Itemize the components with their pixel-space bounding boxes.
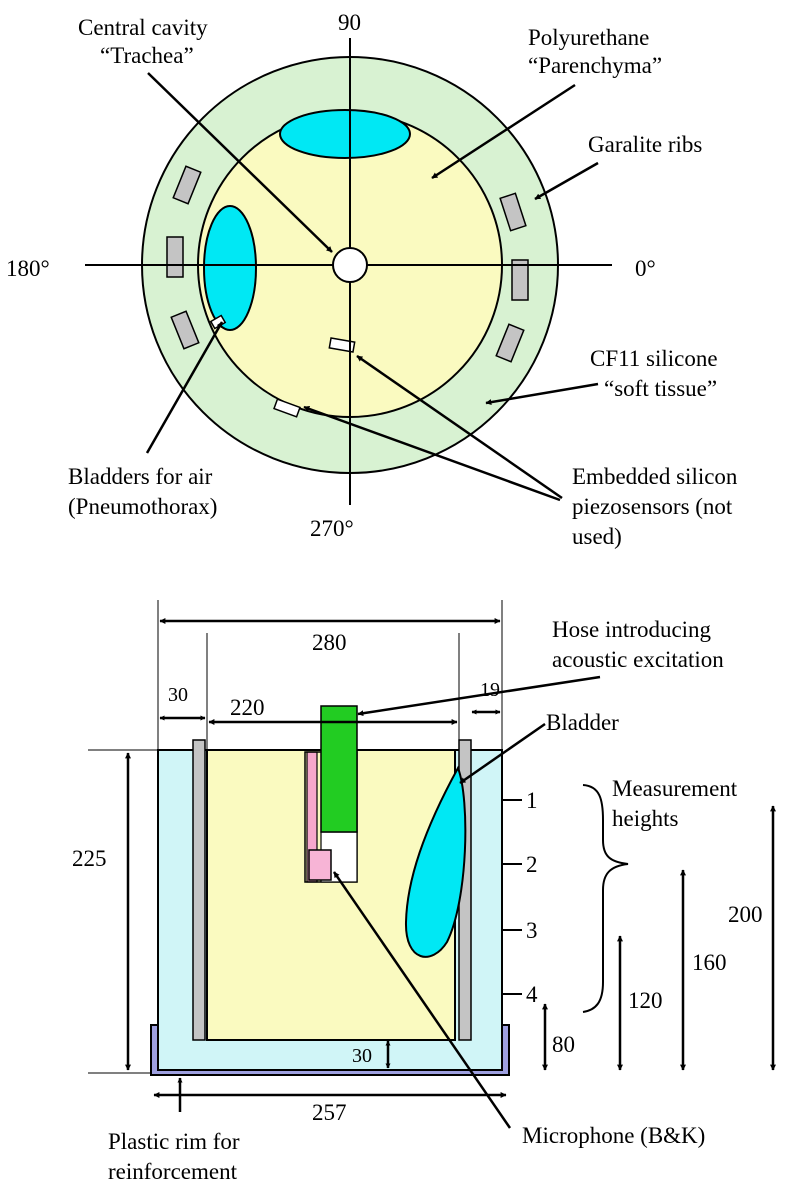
piezosensor <box>328 337 356 353</box>
hose-arrow <box>357 675 601 717</box>
microphone <box>308 849 332 881</box>
hose <box>320 705 358 833</box>
dimension-arrows <box>125 618 507 1098</box>
garalite-ribs-arrow <box>534 161 599 201</box>
piezosensor-arrow-2 <box>303 405 561 502</box>
rib-wall-left <box>192 739 206 1041</box>
plastic-rim-label-line1: Plastic rim for <box>108 1129 240 1154</box>
top-view: 90 180° 0° 270° Central cavity “Trachea”… <box>6 10 738 549</box>
height-ticks <box>502 799 522 995</box>
rib <box>495 323 525 363</box>
trachea-label: “Trachea” <box>100 43 194 68</box>
polyurethane-arrow <box>431 83 576 180</box>
height-arrows <box>542 805 776 1071</box>
garalite-ribs <box>166 165 529 363</box>
rib <box>511 259 529 301</box>
angle-270-label: 270° <box>310 516 354 541</box>
dimension-extension-lines <box>88 600 503 1074</box>
garalite-ribs-label: Garalite ribs <box>588 132 702 157</box>
central-cavity-label: Central cavity <box>78 15 208 40</box>
pneumothorax-label: (Pneumothorax) <box>68 494 217 519</box>
dim-19-label: 19 <box>480 679 500 701</box>
cf11-silicone-arrow <box>485 382 599 406</box>
bladder-label: Bladder <box>546 710 619 735</box>
rib <box>499 192 527 232</box>
hose-label-line1: Hose introducing <box>552 617 712 642</box>
rib <box>166 236 184 278</box>
measurement-brace <box>582 784 629 1013</box>
cf11-silicone-label: CF11 silicone <box>590 346 718 371</box>
dim-280-label: 280 <box>312 630 347 655</box>
dim-220-label: 220 <box>230 695 265 720</box>
top-bladder <box>279 109 411 159</box>
left-bladder <box>203 205 257 331</box>
height-mark-3: 3 <box>526 918 538 943</box>
dim-30-bottom-label: 30 <box>352 1045 372 1067</box>
bladders-for-air-label: Bladders for air <box>68 464 213 489</box>
bladder-arrow <box>459 722 546 785</box>
rib <box>170 310 200 350</box>
piezosensors-label-line1: Embedded silicon <box>572 464 738 489</box>
central-cavity <box>332 247 368 283</box>
microphone-label: Microphone (B&K) <box>522 1123 705 1148</box>
bladders-for-air-arrow <box>145 321 224 454</box>
angle-0-label: 0° <box>635 256 656 281</box>
height-value-120: 120 <box>628 988 663 1013</box>
side-view: 280 30 220 19 225 30 257 Hose introducin… <box>72 600 776 1184</box>
height-mark-1: 1 <box>526 788 538 813</box>
angle-90-label: 90 <box>338 10 361 35</box>
piezosensors-label-line3: used) <box>572 524 622 549</box>
height-value-200: 200 <box>728 902 763 927</box>
measurement-label-line1: Measurement <box>612 776 738 801</box>
rib <box>172 165 202 205</box>
polyurethane-label: Polyurethane <box>528 25 649 50</box>
height-mark-2: 2 <box>526 852 538 877</box>
angle-180-label: 180° <box>6 256 50 281</box>
dim-225-label: 225 <box>72 846 107 871</box>
piezosensor <box>273 398 301 418</box>
central-cavity-arrow <box>147 72 333 253</box>
dim-30-label: 30 <box>168 684 188 706</box>
hose-label-line2: acoustic excitation <box>552 647 724 672</box>
height-value-80: 80 <box>552 1032 575 1057</box>
plastic-rim-label-line2: reinforcement <box>108 1159 238 1184</box>
measurement-label-line2: heights <box>612 806 678 831</box>
soft-tissue-label: “soft tissue” <box>604 376 717 401</box>
height-value-160: 160 <box>692 950 727 975</box>
height-mark-4: 4 <box>526 982 538 1007</box>
microphone-arrow <box>332 871 512 1129</box>
piezosensors-label-line2: piezosensors (not <box>572 494 733 519</box>
side-bladder <box>404 765 467 958</box>
piezosensor-arrow-1 <box>356 354 563 500</box>
parenchyma-label: “Parenchyma” <box>528 53 662 78</box>
dim-257-label: 257 <box>312 1100 347 1125</box>
